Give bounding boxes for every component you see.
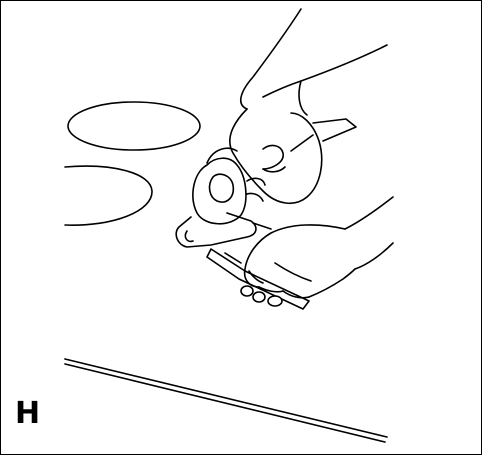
lower-hand xyxy=(241,225,355,306)
burner-ring-top xyxy=(68,102,200,150)
burner-ring-bottom xyxy=(65,166,152,225)
upper-arm-sleeve xyxy=(241,9,387,115)
lower-arm-sleeve xyxy=(345,197,393,269)
cutting-tool xyxy=(176,158,271,247)
tool-cord xyxy=(291,119,356,151)
panel-label: H xyxy=(15,399,40,429)
countertop-edge xyxy=(65,359,387,442)
